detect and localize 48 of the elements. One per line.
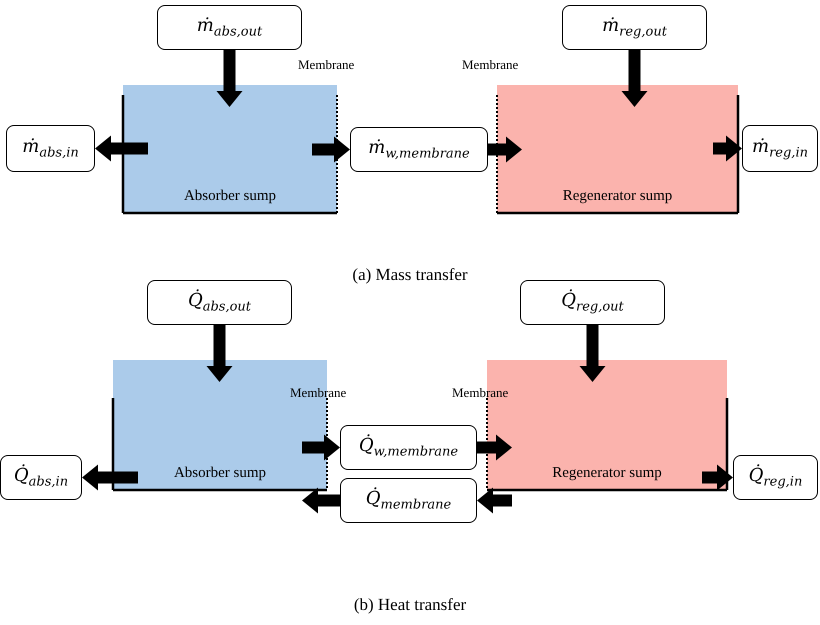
tank-label: Regenerator sump [562,188,674,205]
variable-box [340,478,477,523]
flow-arrow [713,136,742,162]
flow-arrow [302,434,340,460]
flow-arrow [206,325,232,382]
flow-variable: ṁ$_{reg,out}$ [602,15,667,40]
membrane-label: Membrane [462,57,518,73]
flow-variable: ṁ$_{reg,in}$ [752,136,808,161]
tank-label: Regenerator sump [551,465,663,482]
variable-box [147,280,292,325]
flow-arrow [95,136,148,162]
flow-variable: Q̇$_{w,membrane}$ [358,435,458,460]
variable-box [6,125,95,172]
flow-variable: Q̇$_{membrane}$ [366,488,452,513]
membrane-label: Membrane [298,57,354,73]
flow-arrow [477,434,512,460]
flow-arrow [702,464,733,490]
tank-label: Absorber sump [182,188,278,205]
flow-arrow [477,488,512,514]
variable-box [157,5,302,50]
flow-variable: Q̇$_{abs,out}$ [188,290,252,315]
flow-arrow [488,136,522,162]
flow-variable: Q̇$_{reg,in}$ [748,465,802,490]
variable-box [733,455,818,500]
variable-box [562,5,707,50]
flow-arrow [216,50,242,107]
flow-variable: Q̇$_{abs,in}$ [14,465,68,490]
panel-caption: (a) Mass transfer [352,265,468,285]
flow-arrow [580,325,606,382]
flow-variable: ṁ$_{abs,in}$ [22,136,79,161]
variable-box [340,425,477,470]
variable-box [350,127,488,172]
flow-variable: ṁ$_{abs,out}$ [196,15,262,40]
variable-box [520,280,665,325]
variable-box [742,125,818,172]
tank-label: Absorber sump [172,465,268,482]
sump-tank [123,85,337,213]
sump-tank [497,85,738,213]
flow-variable: ṁ$_{w,membrane}$ [368,137,470,162]
variable-box [0,455,82,500]
flow-arrow [622,50,648,107]
membrane-label: Membrane [290,385,346,401]
flow-arrow [302,488,340,514]
membrane-label: Membrane [452,385,508,401]
flow-arrow [82,464,138,490]
flow-arrow [312,136,350,162]
flow-variable: Q̇$_{reg,out}$ [561,290,624,315]
panel-caption: (b) Heat transfer [354,595,466,615]
